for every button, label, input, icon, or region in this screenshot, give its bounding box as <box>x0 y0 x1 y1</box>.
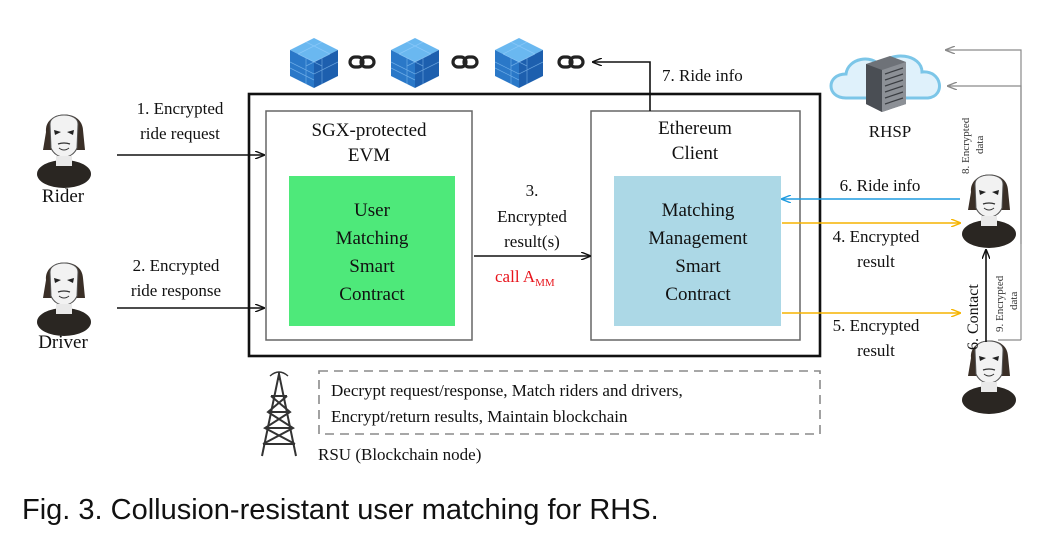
cloud-server-icon <box>829 54 941 112</box>
rhsp-label: RHSP <box>869 122 912 141</box>
rider-avatar-icon <box>961 173 1017 249</box>
step8-label: data <box>974 136 986 154</box>
step7-label: 7. Ride info <box>662 66 743 85</box>
sgx-evm-subtitle: EVM <box>348 145 390 166</box>
user-matching-contract-label: Smart <box>349 256 395 277</box>
rider-avatar-icon <box>36 113 92 189</box>
blockchain-block-icon <box>390 37 440 89</box>
blockchain-block-icon <box>289 37 339 89</box>
step2-label: ride response <box>131 281 221 300</box>
step9-label: data <box>1008 292 1020 310</box>
step3-label: 3. <box>526 181 539 200</box>
step9-label: 9. Encrypted <box>994 275 1006 332</box>
chain-link-icon <box>451 55 479 69</box>
rsu-label: RSU (Blockchain node) <box>318 445 481 464</box>
step5-label: result <box>857 341 895 360</box>
step3-label: result(s) <box>504 232 560 251</box>
step3-label: Encrypted <box>497 207 567 226</box>
matching-management-contract-label: Smart <box>675 256 721 277</box>
ethereum-client-subtitle: Client <box>672 143 719 164</box>
user-matching-contract-label: User <box>354 200 391 221</box>
matching-management-contract-label: Contract <box>665 284 731 305</box>
call-amm-label: call AMM <box>495 267 555 289</box>
driver-label: Driver <box>38 332 88 353</box>
rsu-box <box>247 92 822 358</box>
step6-contact-label: 6. Contact <box>965 284 982 350</box>
step4-label: 4. Encrypted <box>833 227 920 246</box>
step6-ride-info-label: 6. Ride info <box>840 176 921 195</box>
user-matching-contract-label: Contract <box>339 284 405 305</box>
step5-label: 5. Encrypted <box>833 316 920 335</box>
blockchain-icon <box>289 37 585 89</box>
matching-management-contract-label: Matching <box>662 200 735 221</box>
user-matching-contract-box <box>289 176 455 326</box>
user-matching-contract-label: Matching <box>336 228 409 249</box>
rsu-functions-text: Decrypt request/response, Match riders a… <box>331 381 683 400</box>
step1-label: 1. Encrypted <box>137 99 224 118</box>
step2-label: 2. Encrypted <box>133 256 220 275</box>
rsu-functions-text: Encrypt/return results, Maintain blockch… <box>331 407 628 426</box>
step9-arrow <box>946 50 1022 340</box>
chain-link-icon <box>557 55 585 69</box>
step8-label: 8. Encrypted <box>960 117 972 174</box>
rider-label: Rider <box>42 186 85 207</box>
matching-management-contract-box <box>614 176 781 326</box>
ethereum-client-title: Ethereum <box>658 118 732 139</box>
driver-avatar-icon <box>961 339 1017 415</box>
sgx-evm-title: SGX-protected <box>311 120 427 141</box>
matching-management-contract-label: Management <box>648 228 748 249</box>
step7-arrow <box>593 62 651 111</box>
blockchain-block-icon <box>494 37 544 89</box>
step4-label: result <box>857 252 895 271</box>
rsu-functions-box <box>318 370 821 435</box>
rsu-tower-icon <box>261 371 297 457</box>
driver-avatar-icon <box>36 261 92 337</box>
step1-label: ride request <box>140 124 220 143</box>
chain-link-icon <box>348 55 376 69</box>
figure-caption: Fig. 3. Collusion-resistant user matchin… <box>22 494 659 526</box>
